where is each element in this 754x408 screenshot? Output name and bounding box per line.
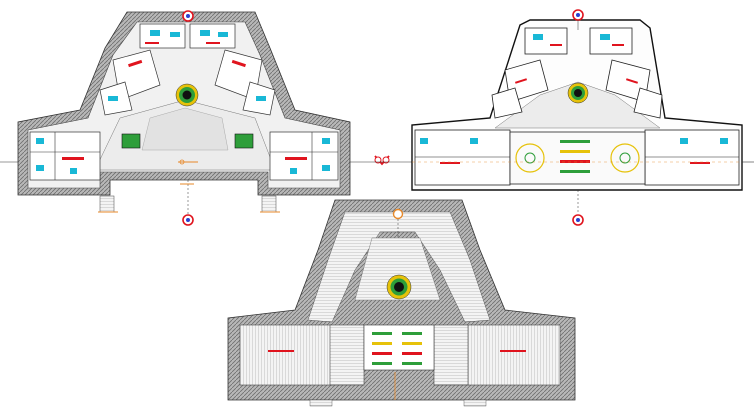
plan-right-dining <box>509 131 646 185</box>
plan-left-room <box>189 23 236 49</box>
planter-icon <box>175 83 199 107</box>
section-marker-icon <box>182 214 194 226</box>
level-mark-icon <box>178 159 198 185</box>
planter-icon <box>386 274 412 300</box>
section-marker-icon <box>374 155 390 166</box>
plan-left <box>0 10 351 226</box>
section-marker-icon <box>392 208 404 220</box>
section-marker-icon <box>182 10 194 22</box>
planter-icon <box>567 82 589 104</box>
section-marker-icon <box>572 9 584 21</box>
plan-bottom-roof-east <box>467 324 561 386</box>
plan-bottom-roof-west <box>239 324 333 386</box>
plan-bottom <box>227 199 576 407</box>
plan-left-wing-east <box>269 131 339 181</box>
section-marker-icon <box>572 214 584 226</box>
plan-right <box>411 9 754 226</box>
